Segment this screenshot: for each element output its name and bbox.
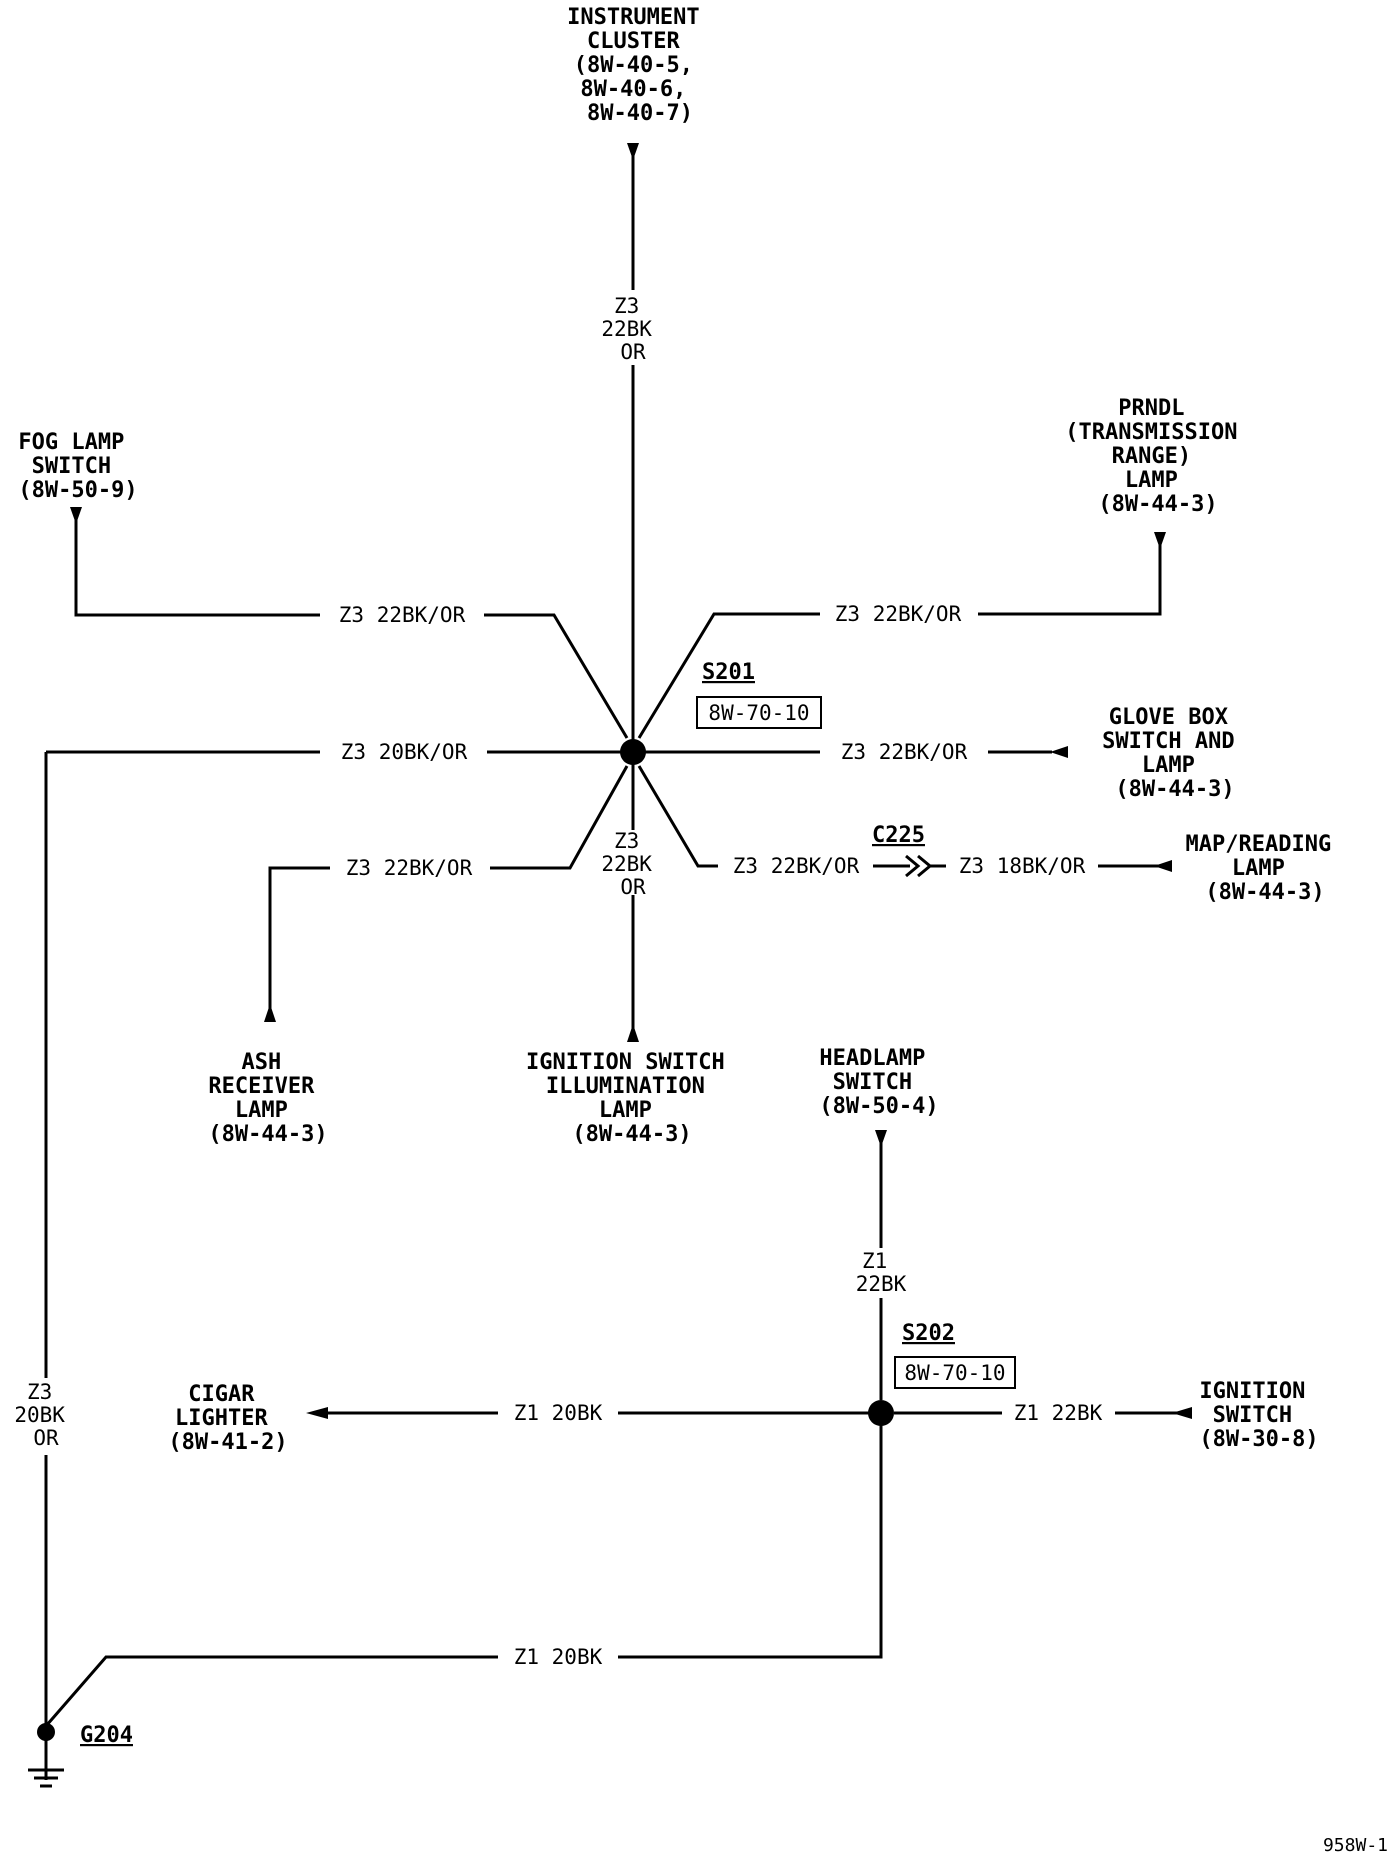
wire-label-prndl: Z3 22BK/OR — [835, 602, 962, 626]
component-ignition-switch: IGNITION SWITCH (8W-30-8) — [1199, 1379, 1318, 1452]
splice-s201-dot — [620, 739, 646, 765]
splice-s202-name: S202 — [902, 1321, 955, 1346]
terminals — [70, 143, 1192, 1419]
ground-g204-name: G204 — [80, 1723, 133, 1748]
component-headlamp-switch: HEADLAMP SWITCH (8W-50-4) — [819, 1046, 938, 1119]
wire-label-map-reading-out: Z3 18BK/OR — [959, 854, 1086, 878]
wire-label-cigar-lighter: Z1 20BK — [514, 1401, 603, 1425]
s202-ref-box — [894, 1356, 1016, 1389]
wire-label-left-main: Z3 20BK/OR — [341, 740, 468, 764]
component-prndl-lamp: PRNDL (TRANSMISSION RANGE) LAMP (8W-44-3… — [1065, 396, 1250, 517]
arrow-prndl — [1154, 532, 1166, 549]
wire-label-ignition-illum: Z3 22BK OR — [601, 829, 664, 899]
arrow-headlamp — [875, 1130, 887, 1147]
arrow-ash-receiver — [264, 1004, 276, 1022]
arrow-fog-lamp — [70, 507, 82, 524]
wire-label-map-reading-in: Z3 22BK/OR — [733, 854, 860, 878]
component-fog-lamp-switch: FOG LAMP SWITCH (8W-50-9) — [18, 430, 137, 503]
wire-ground-bottom-b — [44, 1655, 498, 1727]
wire-ash — [268, 866, 330, 1010]
component-cigar-lighter: CIGAR LIGHTER (8W-41-2) — [168, 1382, 287, 1455]
wire-label-ignition-switch: Z1 22BK — [1014, 1401, 1103, 1425]
wire-label-fog-lamp: Z3 22BK/OR — [339, 603, 466, 627]
wires — [44, 150, 1180, 1780]
wire-map-diag — [637, 765, 718, 868]
wire-prndl-diag — [637, 612, 820, 739]
component-glove-box: GLOVE BOX SWITCH AND LAMP (8W-44-3) — [1102, 705, 1248, 802]
wire-label-instrument-cluster: Z3 22BK OR — [601, 294, 664, 364]
wire-prndl — [978, 537, 1162, 616]
arrow-cigar-lighter — [306, 1407, 328, 1419]
wire-ground-bottom-a — [618, 1425, 883, 1659]
wire-label-glove-box: Z3 22BK/OR — [841, 740, 968, 764]
wire-label-headlamp: Z1 22BK — [856, 1249, 907, 1296]
component-ash-receiver-lamp: ASH RECEIVER LAMP (8W-44-3) — [208, 1050, 327, 1147]
arrow-ignition-switch — [1172, 1407, 1192, 1419]
ground-icon — [28, 1741, 64, 1788]
splice-s202-dot — [868, 1400, 894, 1426]
wire-label-ground-bottom: Z1 20BK — [514, 1645, 603, 1669]
wire-fog-lamp-diag — [484, 613, 629, 739]
arrow-ignition-illum — [627, 1024, 639, 1042]
s201-ref-box — [696, 696, 822, 729]
arrow-map-reading — [1154, 860, 1172, 872]
splice-s201-ref: 8W-70-10 — [708, 701, 809, 725]
splice-s202-ref: 8W-70-10 — [904, 1361, 1005, 1385]
wire-fog-lamp — [74, 518, 320, 617]
connector-c225-name: C225 — [872, 823, 925, 848]
ground-g204-dot — [37, 1723, 55, 1741]
wire-ash-diag — [490, 765, 629, 870]
component-map-reading-lamp: MAP/READING LAMP (8W-44-3) — [1186, 832, 1345, 905]
component-instrument-cluster: INSTRUMENT CLUSTER (8W-40-5, 8W-40-6, 8W… — [567, 5, 713, 126]
connector-c225-symbol — [905, 854, 933, 878]
arrow-instrument-cluster — [627, 143, 639, 160]
arrow-glove-box — [1050, 746, 1068, 758]
component-ignition-switch-illum: IGNITION SWITCH ILLUMINATION LAMP (8W-44… — [526, 1050, 738, 1147]
splice-s201-name: S201 — [702, 660, 755, 685]
wire-label-ground-left: Z3 20BK OR — [14, 1380, 77, 1450]
drawing-id: 958W-1 — [1323, 1835, 1388, 1856]
wire-label-ash-receiver: Z3 22BK/OR — [346, 856, 473, 880]
